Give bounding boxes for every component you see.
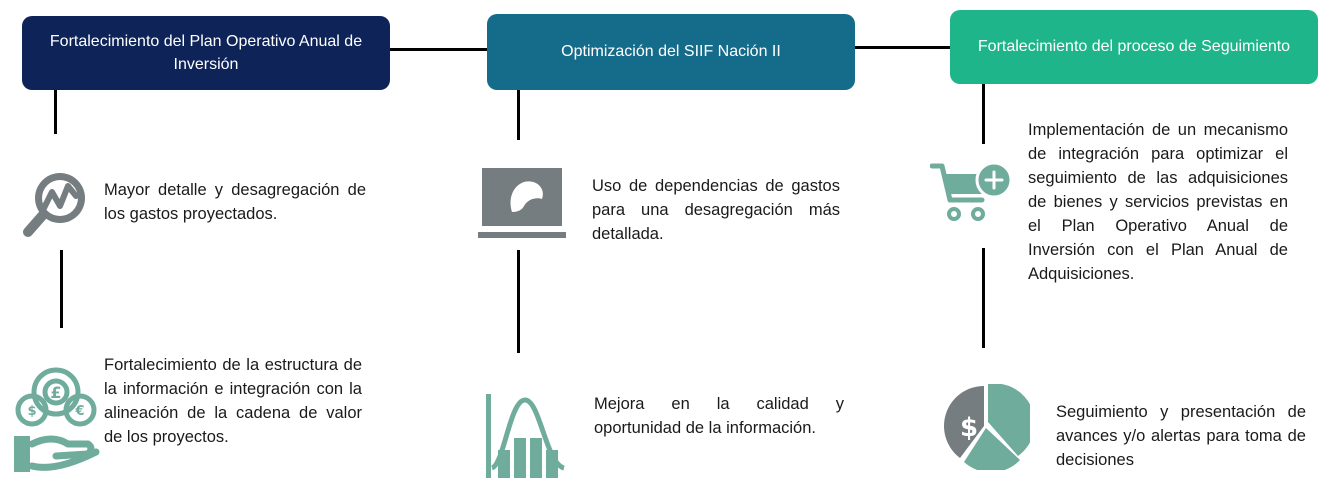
svg-text:€: €: [74, 404, 84, 419]
dollar-pie-chart-icon: $: [944, 384, 1030, 470]
header-seguimiento: Fortalecimiento del proceso de Seguimien…: [950, 10, 1318, 84]
laptop-icon: [478, 168, 566, 238]
svg-text:$: $: [960, 413, 978, 443]
search-chart-icon: [23, 173, 85, 237]
connector-v-col3-b: [982, 248, 985, 348]
bell-curve-chart-icon: [486, 394, 566, 478]
connector-v-col1-a: [54, 90, 57, 134]
connector-v-col3-a: [982, 84, 985, 144]
money-hand-icon: £ $ €: [14, 367, 100, 472]
header-poai: Fortalecimiento del Plan Operativo Anual…: [22, 16, 390, 90]
svg-text:£: £: [50, 383, 61, 402]
text-col1-bottom: Fortalecimiento de la estructura de la i…: [104, 356, 362, 446]
text-col2-top: Uso de dependencias de gastos para una d…: [592, 177, 840, 243]
header-siif-label: Optimización del SIIF Nación II: [561, 43, 781, 61]
text-col3-bottom: Seguimiento y presentación de avances y/…: [1056, 403, 1306, 469]
text-col1-top: Mayor detalle y desagregación de los gas…: [104, 181, 366, 223]
text-col3-top: Implementación de un mecanismo de integr…: [1028, 121, 1288, 283]
text-col2-bottom: Mejora en la calidad y oportunidad de la…: [594, 395, 844, 437]
header-poai-label: Fortalecimiento del Plan Operativo Anual…: [49, 32, 363, 73]
shopping-cart-add-icon: [930, 161, 1013, 221]
connector-h1: [390, 48, 487, 51]
svg-text:$: $: [27, 404, 36, 419]
connector-v-col1-b: [60, 250, 63, 328]
connector-v-col2-a: [517, 90, 520, 140]
connector-h2: [855, 46, 950, 49]
header-siif: Optimización del SIIF Nación II: [487, 14, 855, 90]
connector-v-col2-b: [517, 250, 520, 353]
header-seguimiento-label: Fortalecimiento del proceso de Seguimien…: [977, 38, 1291, 56]
